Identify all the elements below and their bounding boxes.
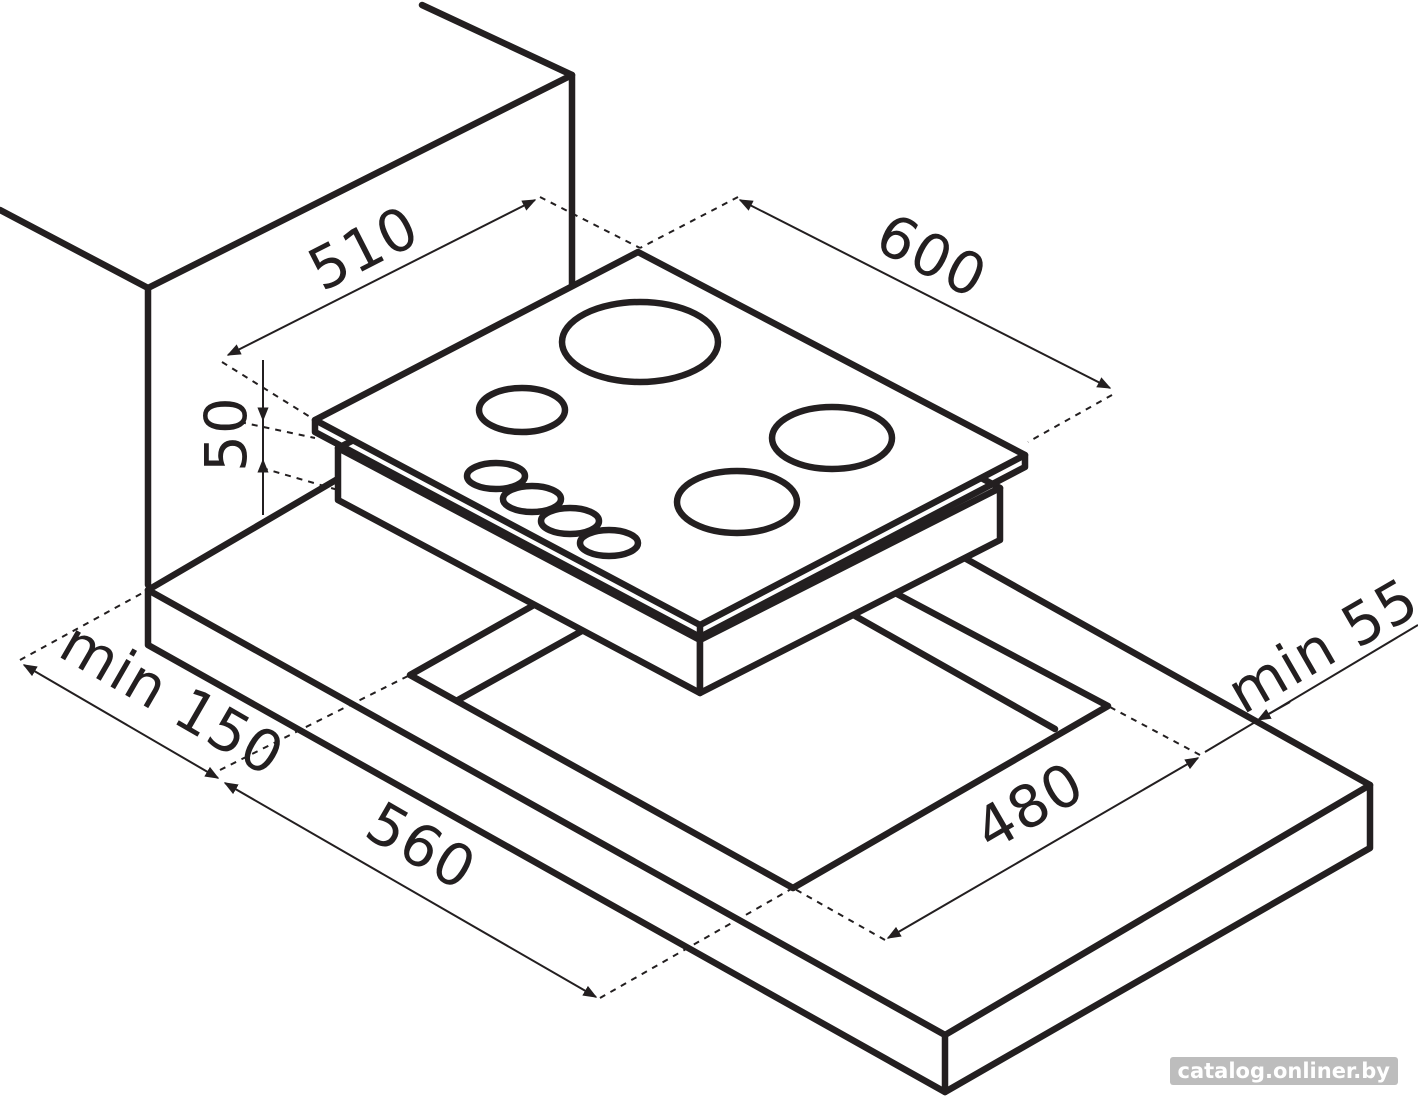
extension-lines [19,196,1201,999]
burner-large [558,298,722,386]
knob-1 [463,459,529,493]
dim-line-min55 [1204,624,1418,753]
knob-3 [537,504,603,538]
dim-line-600 [738,199,1112,389]
knob-4 [576,526,642,560]
label-600: 600 [866,200,998,312]
dimension-lines [22,199,1418,998]
burner-small [475,384,569,436]
knob-2 [499,482,565,516]
dim-line-510 [226,199,537,356]
dim-arrow-min55 [1256,701,1291,721]
burner-medium-front [673,467,801,537]
watermark: catalog.onliner.by [1169,1057,1398,1085]
dim-line-min150 [22,664,220,779]
dim-line-480 [886,757,1200,939]
label-560: 560 [355,788,487,904]
label-50: 50 [192,396,260,472]
burners [475,298,896,537]
label-min55: min 55 [1216,564,1418,727]
dim-line-560 [223,782,598,998]
burner-medium-right [768,403,896,473]
control-knobs [463,459,642,560]
